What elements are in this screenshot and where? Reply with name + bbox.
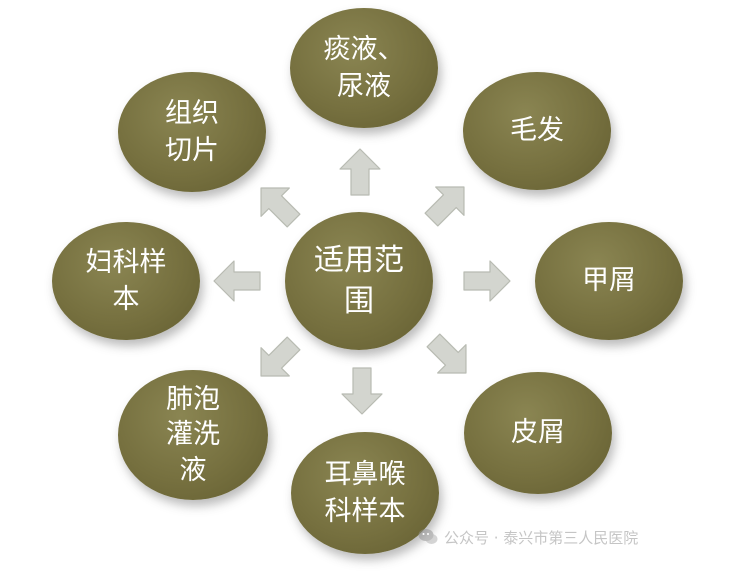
node-gyn-samples: 妇科样 本	[52, 222, 200, 340]
node-ent-samples: 耳鼻喉 科样本	[291, 432, 439, 554]
center-node-line: 适用范	[314, 242, 404, 278]
watermark: 公众号 · 泰兴市第三人民医院	[418, 524, 638, 550]
node-label-line: 甲屑	[582, 265, 636, 297]
node-label-line: 毛发	[510, 115, 564, 147]
node-label-line: 切片	[165, 135, 219, 166]
arrow-down-left	[251, 335, 305, 383]
node-skin-scrapings: 皮屑	[464, 372, 612, 494]
arrow-left	[211, 257, 265, 305]
node-label-line: 肺泡	[166, 384, 220, 416]
wechat-icon	[418, 529, 438, 544]
node-label-line: 灌洗	[166, 419, 220, 451]
node-tissue-sections: 组织 切片	[118, 72, 266, 192]
watermark-text: 公众号 · 泰兴市第三人民医院	[444, 528, 639, 547]
node-bal-fluid: 肺泡 灌洗 液	[118, 370, 268, 500]
arrow-up-right	[420, 180, 474, 228]
node-label-line: 痰液、	[323, 33, 405, 65]
arrow-up-left	[251, 181, 305, 229]
arrow-down-right	[422, 332, 476, 380]
arrow-down	[335, 366, 389, 415]
node-hair: 毛发	[463, 72, 611, 190]
node-label-line: 耳鼻喉	[324, 458, 406, 490]
node-label-line: 本	[112, 284, 140, 315]
arrow-right	[459, 257, 513, 305]
center-node-line: 围	[344, 284, 374, 319]
arrow-up	[333, 148, 387, 197]
node-label-line: 科样本	[324, 496, 406, 527]
node-label-line: 尿液	[337, 71, 391, 102]
center-node: 适用范 围	[285, 212, 433, 350]
node-sputum-urine: 痰液、 尿液	[290, 8, 438, 128]
node-label-line: 组织	[165, 97, 219, 129]
node-label-line: 液	[179, 454, 207, 486]
node-label-line: 妇科样	[85, 246, 167, 278]
node-label-line: 皮屑	[511, 417, 565, 449]
node-nail-scrapings: 甲屑	[535, 222, 683, 340]
